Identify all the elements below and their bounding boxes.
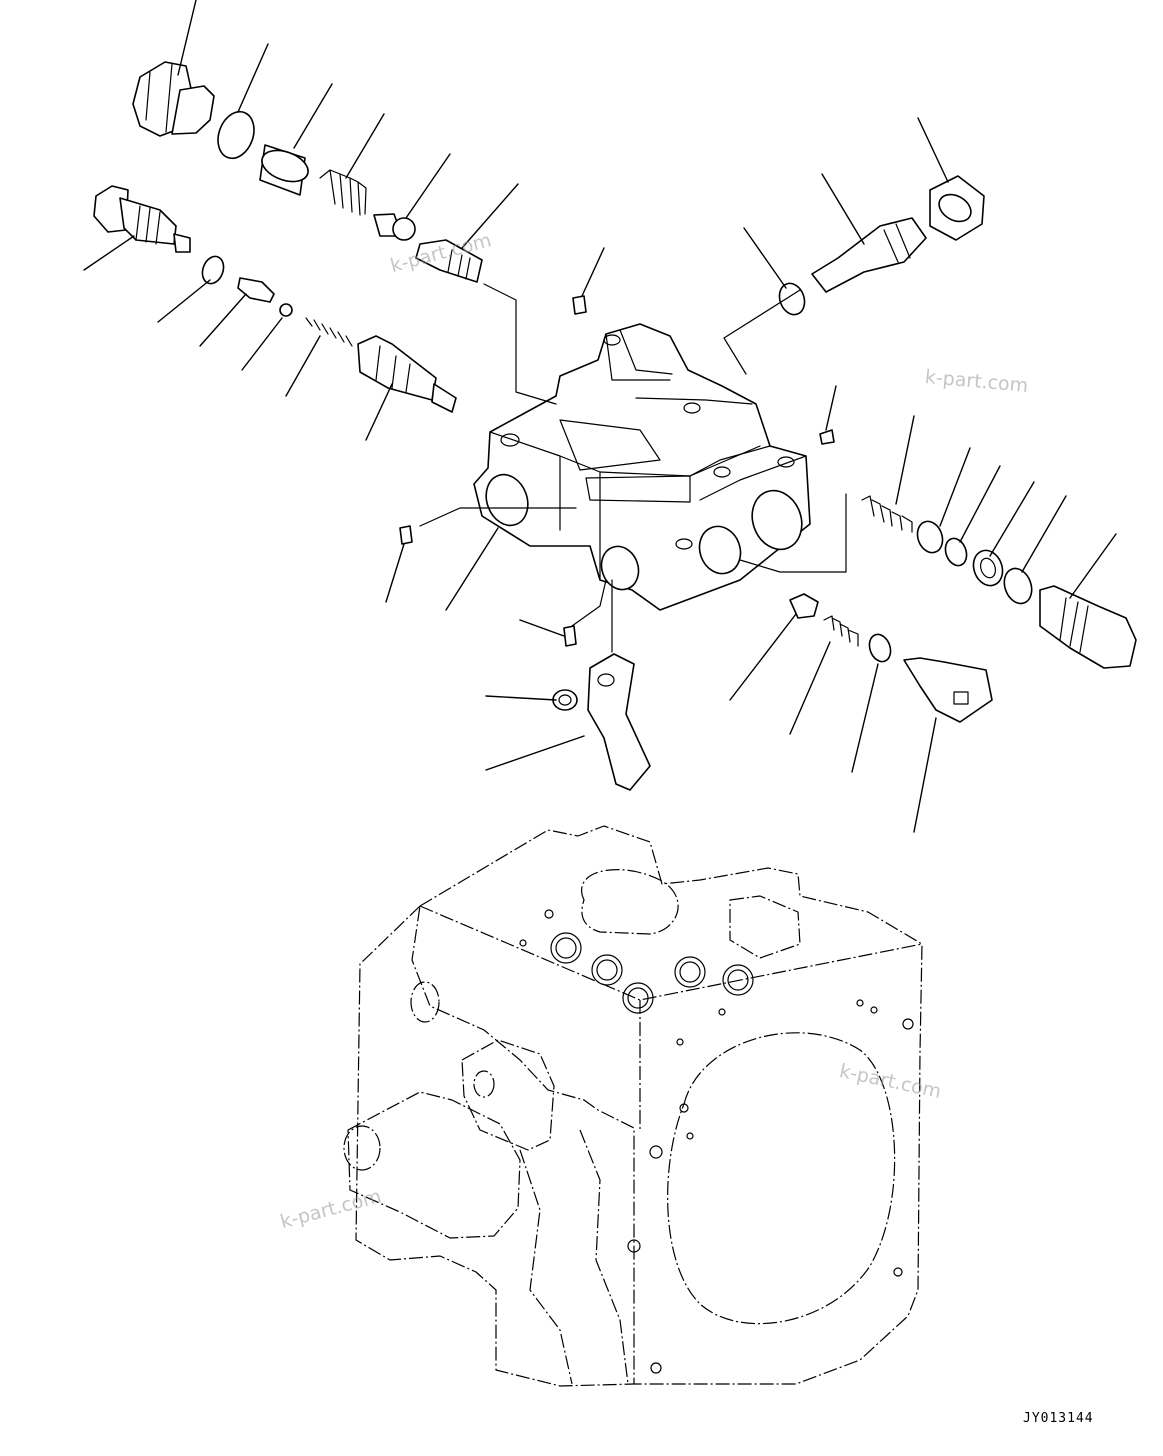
spring-3 [861,495,913,533]
spring-1 [319,169,367,216]
plunger-seat [789,593,819,619]
spool-large [357,335,457,413]
o-ring-2 [201,255,225,285]
o-ring-1 [217,110,255,160]
drawing-code: JY013144 [1023,1411,1094,1426]
fitting-plug-4 [563,625,577,647]
nut [929,175,985,241]
sleeve [259,144,309,196]
lever [587,653,651,791]
o-ring-6 [868,633,892,663]
small-plunger [237,277,275,303]
adjust-screw [811,217,927,293]
o-ring-4 [944,537,968,567]
hex-plug-bottom [903,657,993,723]
valve-body [473,323,811,611]
fitting-plug-1 [572,295,587,315]
pump-case-ports [519,909,914,1374]
pump-case-outline [343,825,923,1387]
valve-body-plug [93,185,191,253]
fitting-plug-2 [819,429,835,445]
spring-2 [305,317,353,347]
spring-4 [823,615,859,647]
o-ring-3 [778,282,806,316]
bushing [552,689,578,711]
leader-lines [83,0,1117,833]
snap-ring [916,520,944,554]
large-plug [132,61,215,137]
fitting-plug-3 [399,525,413,545]
check-ball [279,303,293,317]
o-ring-5 [1003,567,1033,605]
seat-ring [972,549,1004,587]
spool-small [415,239,483,283]
valve-plug-right [1039,585,1137,669]
piston [373,213,416,241]
